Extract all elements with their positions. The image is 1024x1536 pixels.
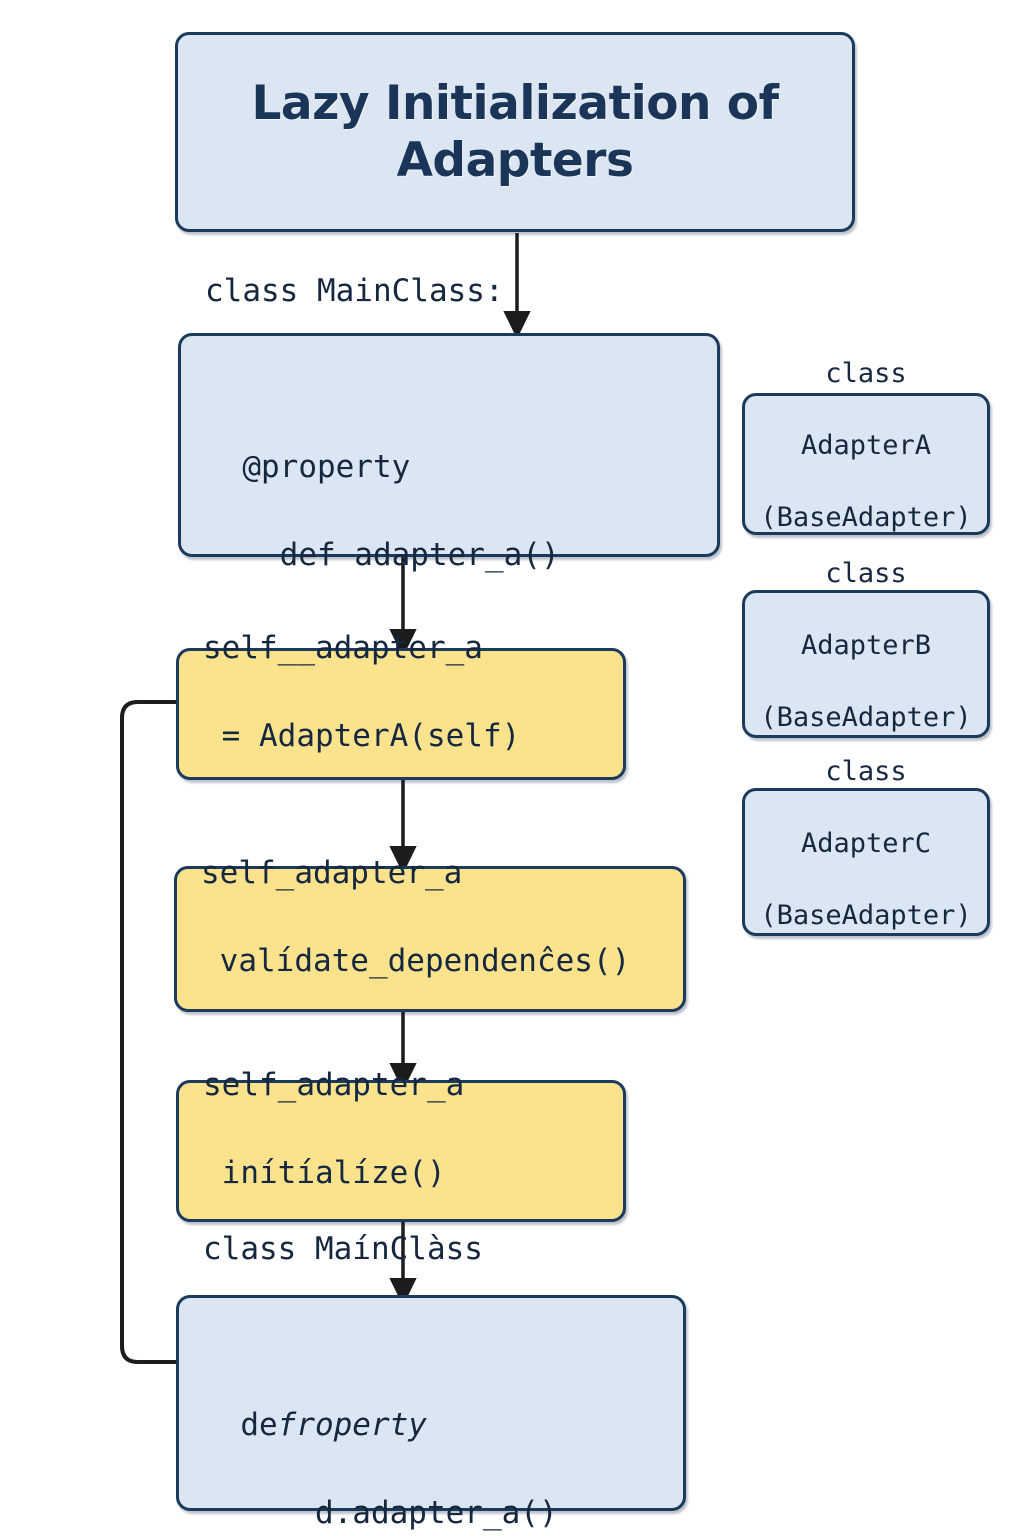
- title-text: Lazy Initialization of Adapters: [251, 75, 779, 190]
- initialize-line-2: inítíalíze(): [203, 1155, 446, 1191]
- node-adapter-b: class AdapterB (BaseAdapter): [742, 558, 990, 738]
- return-line-3: defroperty: [203, 1403, 558, 1447]
- node-adapter-c-code: class AdapterC (BaseAdapter): [760, 718, 971, 1005]
- node-assign-adapter-code: self__adapter_a = AdapterA(self): [203, 582, 520, 846]
- adapter-a-line-1: class: [825, 358, 907, 390]
- node-validate-code: self_adapter_a valídate_dependenĉes(): [201, 807, 630, 1071]
- return-line-1: class MaínClàss: [203, 1230, 483, 1267]
- title-line-1: Lazy Initialization of: [251, 75, 779, 131]
- adapter-c-line-1: class: [825, 756, 907, 788]
- return-line-3-italic: froperty: [277, 1407, 427, 1443]
- node-adapter-a: class AdapterA (BaseAdapter): [742, 358, 990, 535]
- node-return-cached-code: class MaínClàss defroperty d.adapter_a(): [203, 1183, 558, 1536]
- node-adapter-a-code: class AdapterA (BaseAdapter): [760, 320, 971, 607]
- adapter-b-line-1: class: [825, 558, 907, 590]
- main-class-line-2: [205, 357, 560, 401]
- assign-line-2: = AdapterA(self): [203, 718, 521, 754]
- node-initialize-code: self_adapter_a inítíalíze(): [203, 1019, 464, 1283]
- main-class-line-1: class MainClass:: [205, 272, 504, 309]
- initialize-line-1: self_adapter_a: [203, 1066, 465, 1103]
- main-class-line-3: @property: [205, 449, 411, 485]
- node-adapter-c: class AdapterC (BaseAdapter): [742, 756, 990, 936]
- validate-line-2: valídate_dependenĉes(): [201, 943, 631, 979]
- adapter-a-line-2: AdapterA: [800, 430, 932, 462]
- adapter-b-line-3: (BaseAdapter): [760, 701, 972, 733]
- adapter-a-line-3: (BaseAdapter): [760, 501, 972, 533]
- main-class-line-4: def adapter_a(): [205, 537, 560, 574]
- adapter-b-line-2: AdapterB: [800, 630, 932, 662]
- title-box: Lazy Initialization of Adapters: [175, 32, 855, 232]
- node-adapter-b-code: class AdapterB (BaseAdapter): [760, 520, 971, 807]
- node-main-class: class MainClass: @property def adapter_a…: [178, 273, 720, 573]
- adapter-c-line-3: (BaseAdapter): [760, 899, 972, 931]
- connector-feedback-loop: [120, 700, 176, 1364]
- assign-line-1: self__adapter_a: [203, 629, 483, 666]
- node-assign-adapter: self__adapter_a = AdapterA(self): [176, 630, 626, 780]
- adapter-c-line-2: AdapterC: [800, 828, 932, 860]
- validate-line-1: self_adapter_a: [201, 854, 463, 891]
- node-main-class-code: class MainClass: @property def adapter_a…: [205, 225, 560, 665]
- node-return-cached: class MaínClàss defroperty d.adapter_a(): [176, 1231, 686, 1531]
- return-line-2: [203, 1315, 558, 1359]
- return-line-4: d.adapter_a(): [203, 1495, 558, 1532]
- return-line-3-prefix: de: [203, 1407, 278, 1443]
- title-line-2: Adapters: [396, 133, 634, 188]
- node-validate-dependencies: self_adapter_a valídate_dependenĉes(): [174, 855, 686, 1012]
